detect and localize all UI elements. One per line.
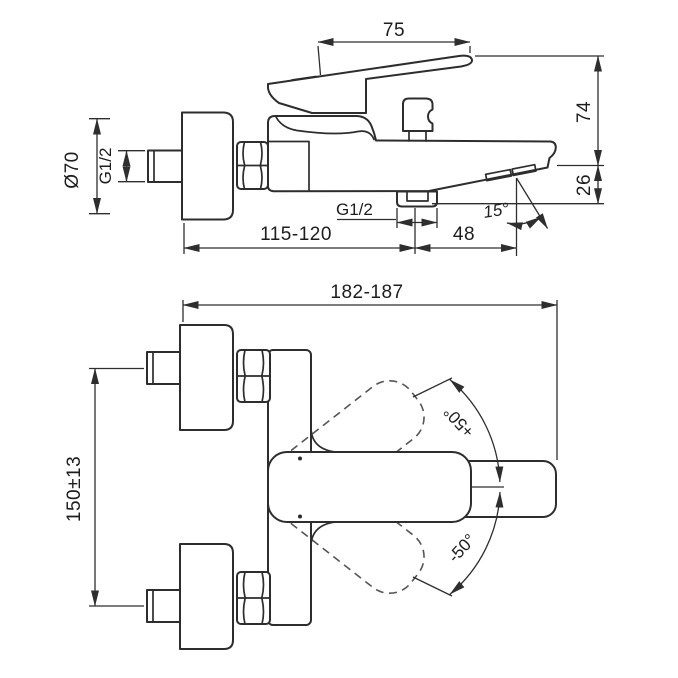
dim-overall-depth: 182-187 [182, 282, 558, 460]
side-aerator-slot-2 [511, 163, 537, 177]
side-diverter-knob [402, 97, 434, 132]
plan-bottom-hex-nut-facets [236, 571, 271, 625]
side-cartridge-dome [275, 116, 375, 141]
dim-handle-length-label: 75 [383, 20, 405, 41]
plan-grip-dot-bottom [298, 514, 302, 519]
dim-shower-outlet-thread-label: G1/2 [336, 200, 373, 219]
plan-grip-dot-top [298, 456, 302, 461]
plan-top-escutcheon [179, 324, 234, 431]
dim-aerator-angle: 15° [482, 177, 549, 231]
plan-bottom-inlet-thread [146, 589, 181, 623]
side-aerator-slot-1 [484, 168, 513, 182]
side-diverter-stem [408, 130, 427, 142]
dim-outlet-to-aerator-label: 48 [453, 224, 475, 245]
dim-wall-to-outlet-label: 115-120 [260, 224, 332, 245]
side-body-seams [267, 140, 310, 192]
dim-swing-down-label: -50° [444, 530, 479, 566]
side-view: 75 74 26 Ø70 G1/2 G1/2 [62, 20, 604, 256]
side-shower-outlet [396, 190, 438, 208]
dim-inlet-spacing-label: 150±13 [64, 456, 85, 522]
plan-lever-grip [267, 451, 472, 523]
dim-handle-length: 75 [317, 20, 471, 76]
dim-escutcheon-diameter: Ø70 [62, 118, 110, 215]
plan-top-hex-nut-facets [236, 349, 271, 403]
side-hex-nut-facets [236, 141, 269, 190]
side-inlet-thread [147, 149, 183, 183]
dim-inlet-thread-label: G1/2 [96, 148, 115, 185]
dim-inlet-spacing: 150±13 [64, 367, 144, 607]
side-escutcheon [181, 111, 234, 221]
dim-aerator-angle-label: 15° [482, 199, 511, 222]
dim-height-74-label: 74 [574, 101, 595, 123]
dim-swing-up-label: +50° [440, 402, 478, 441]
plan-bottom-escutcheon [179, 543, 234, 650]
dim-inlet-thread: G1/2 [96, 148, 145, 185]
plan-view: 182-187 150±13 +50° -50° [64, 282, 558, 650]
side-shower-outlet-inner [406, 190, 429, 202]
plan-top-inlet-thread [146, 351, 181, 385]
dim-shower-outlet-thread: G1/2 [336, 200, 438, 228]
dim-depths: 115-120 48 [183, 178, 518, 256]
dim-heights: 74 26 [432, 55, 604, 205]
side-lever-handle [267, 54, 473, 114]
dim-overall-depth-label: 182-187 [330, 282, 403, 303]
dim-spout-drop-label: 26 [574, 174, 595, 196]
dim-escutcheon-diameter-label: Ø70 [62, 151, 83, 188]
side-lever-ridge [291, 75, 317, 81]
